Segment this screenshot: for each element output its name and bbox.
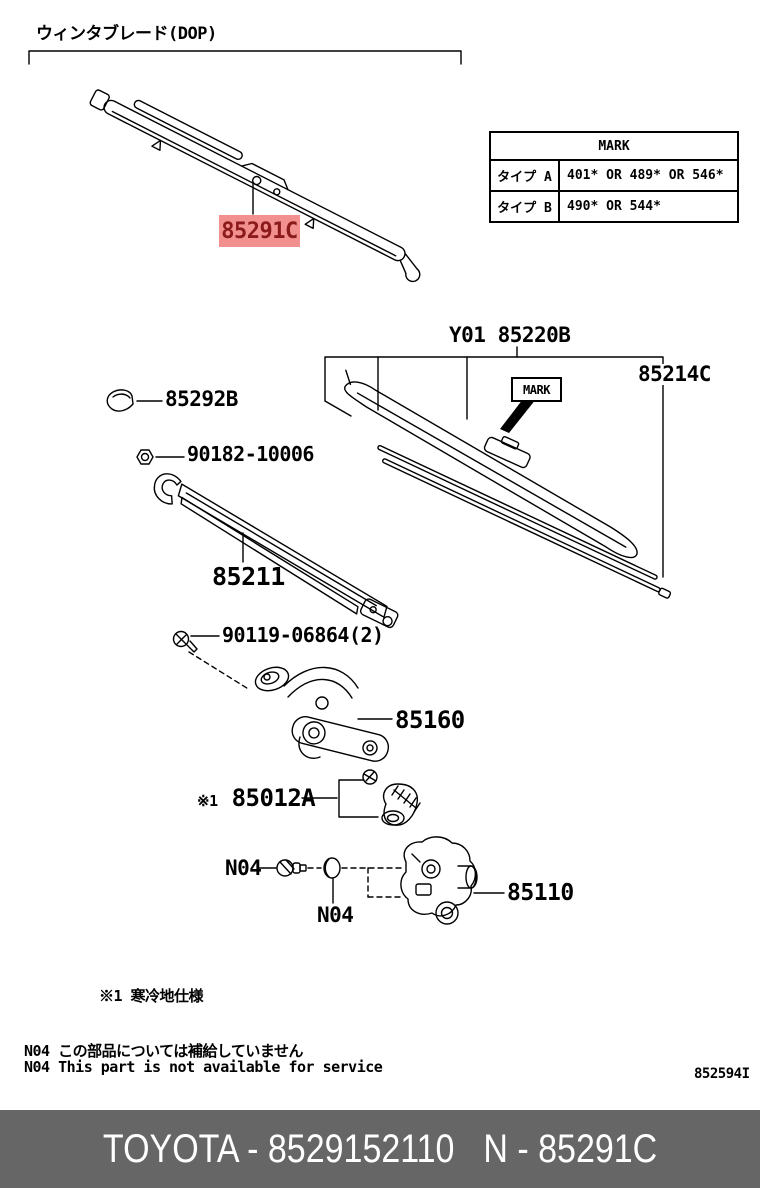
mark-tag: MARK <box>511 377 562 402</box>
part-label-85012A[interactable]: ※1 85012A <box>197 784 316 812</box>
wiper-arm-drawing <box>153 473 399 629</box>
arm-head-cap-drawing <box>106 389 134 412</box>
mark-values-a: 401* OR 489* OR 546* <box>558 159 739 192</box>
mark-values-b: 490* OR 544* <box>558 190 739 223</box>
part-label-85211[interactable]: 85211 <box>212 562 285 591</box>
footer-text: TOYOTA - 8529152110 N - 85291C <box>103 1127 657 1172</box>
assy-group-box <box>324 356 664 578</box>
note-ref-icon: ※1 <box>197 792 218 810</box>
part-label-85160[interactable]: 85160 <box>395 706 465 734</box>
page-title: ウィンタブレード(DOP) <box>36 24 217 44</box>
title-bracket <box>28 50 462 65</box>
link-bolt-drawing <box>172 630 198 653</box>
part-label-90119-06864[interactable]: 90119-06864(2) <box>222 623 384 647</box>
bracket-85012A <box>338 779 379 818</box>
blade-assy-drawing <box>344 369 638 559</box>
footer-part-number: TOYOTA - 8529152110 <box>102 1126 455 1171</box>
grommet-drawing <box>323 857 341 879</box>
note-cold-area: ※1 寒冷地仕様 <box>99 987 204 1005</box>
part-label-85214C[interactable]: 85214C <box>636 362 713 386</box>
part-number-85012A: 85012A <box>231 784 316 812</box>
wiper-motor-drawing <box>400 836 478 925</box>
blade-rubber-drawing <box>377 444 672 599</box>
wiper-link-drawing <box>254 666 390 762</box>
part-label-N04-2[interactable]: N04 <box>317 903 354 927</box>
drawing-number: 852594I <box>694 1066 750 1082</box>
note-n04-japanese: N04 この部品については補給していません <box>24 1042 303 1060</box>
motor-bolt-drawing <box>276 859 307 877</box>
mark-table: MARK タイプ A 401* OR 489* OR 546* タイプ B 49… <box>489 131 739 223</box>
mark-type-b: タイプ B <box>489 190 560 223</box>
arm-nut-drawing <box>136 449 154 465</box>
mark-table-header: MARK <box>489 131 739 161</box>
mark-arrow <box>500 399 536 433</box>
note-n04-english: N04 This part is not available for servi… <box>24 1058 383 1076</box>
winter-blade-drawing <box>89 89 421 283</box>
part-label-90182-10006[interactable]: 90182-10006 <box>187 442 314 466</box>
footer-reference: N - 85291C <box>483 1126 658 1171</box>
footer-bar: TOYOTA - 8529152110 N - 85291C <box>0 1110 760 1188</box>
part-label-85220B[interactable]: Y01 85220B <box>449 323 571 347</box>
part-label-85291C-highlighted[interactable]: 85291C <box>219 215 300 247</box>
part-label-85292B[interactable]: 85292B <box>165 387 238 411</box>
part-label-85110[interactable]: 85110 <box>507 880 574 906</box>
mark-table-row: タイプ B 490* OR 544* <box>489 190 739 223</box>
motor-crank-drawing <box>362 769 421 826</box>
mark-table-row: タイプ A 401* OR 489* OR 546* <box>489 159 739 192</box>
mark-type-a: タイプ A <box>489 159 560 192</box>
part-label-N04-1[interactable]: N04 <box>225 856 262 880</box>
